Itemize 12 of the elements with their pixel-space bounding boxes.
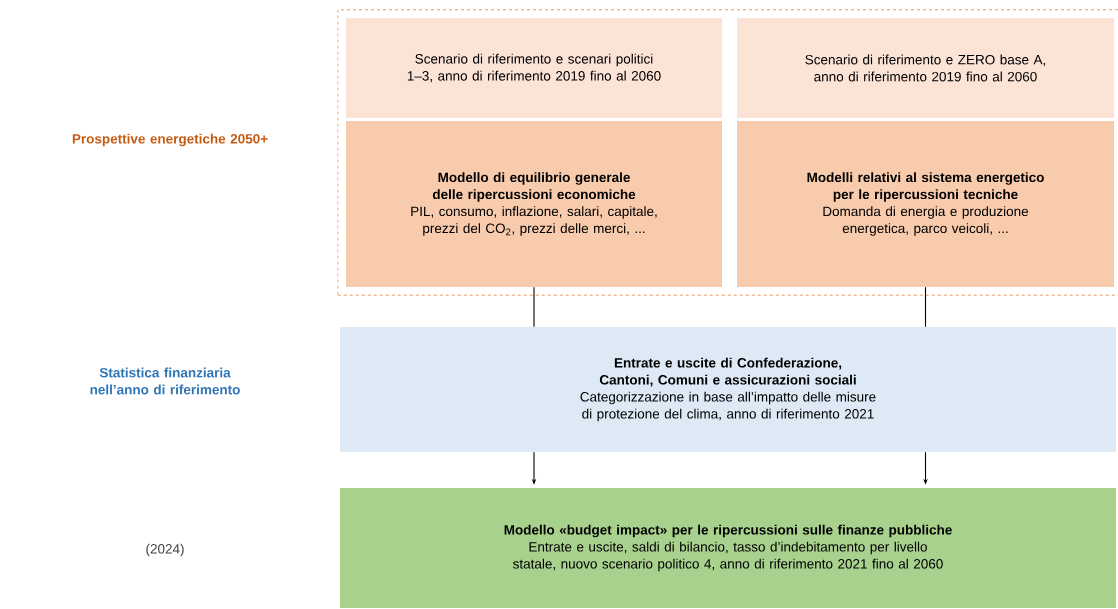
process-box: Modello «budget impact» per le ripercussioni sulle finanze pubbliche Entrate e uscite, saldi di bilancio, tasso d’indebitamento per livello statale, nuovo scenario politico 4, anno di riferimento 2021 fino al 2060	[340, 488, 1116, 608]
process-box: Entrate e uscite di Confederazione, Cantoni, Comuni e assicurazioni sociali Categorizzazione in base all’impatto delle misure di protezione del clima, anno di riferimento 2021	[340, 327, 1116, 452]
process-box: Scenario di riferimento e ZERO base A, anno di riferimento 2019 fino al 2060	[737, 18, 1114, 118]
row-label: Statistica finanziaria nell’anno di riferimento	[90, 367, 240, 395]
connector-line	[924, 286, 927, 328]
connector-line	[533, 286, 535, 328]
process-box: Modello di equilibrio generale delle ripercussioni economiche PIL, consumo, inflazione, salari, capitale, prezzi del CO$_{2}$, prezzi delle merci, ...	[346, 121, 722, 287]
process-box: Modelli relativi al sistema energetico per le ripercussioni tecniche Domanda di energia e produzione energetica, parco veicoli, ...	[737, 121, 1114, 287]
row-label: (2024)	[146, 543, 184, 557]
process-box: Scenario di riferimento e scenari politici 1–3, anno di riferimento 2019 fino al 2060	[346, 18, 722, 118]
row-label: Prospettive energetiche 2050+	[72, 133, 268, 147]
dashed-frame	[337, 9, 1118, 296]
